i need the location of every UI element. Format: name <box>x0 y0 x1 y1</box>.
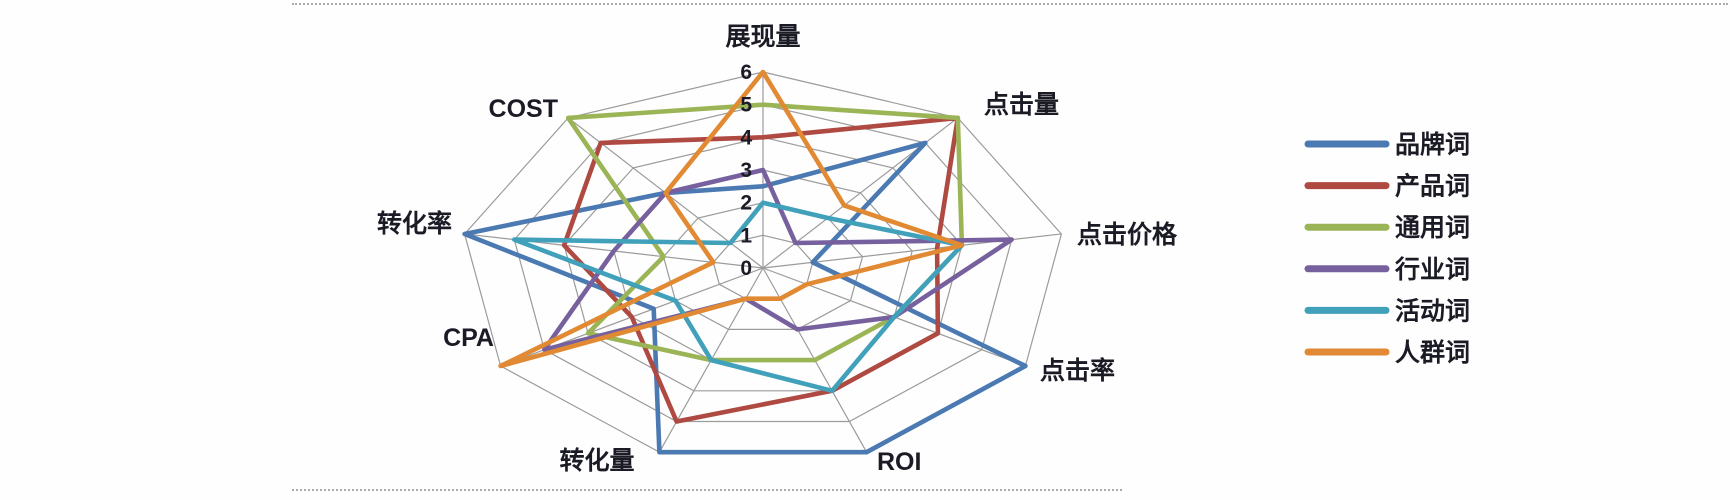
axis-label-7: 转化率 <box>377 209 452 238</box>
series-polygon-campaign-words <box>511 200 965 394</box>
legend-label-generic-words: 通用词 <box>1395 214 1470 242</box>
series-polygon-product-words <box>561 115 961 424</box>
grid-ring-2 <box>662 202 864 330</box>
series-polygon-generic-words <box>565 102 965 363</box>
axis-label-5: 转化量 <box>559 446 634 475</box>
axis-tick-label-1: 1 <box>740 224 752 247</box>
axis-tick-label-0: 0 <box>740 257 752 280</box>
legend-label-industry-words: 行业词 <box>1394 256 1470 284</box>
page-bottom-dotted-border <box>292 489 1122 491</box>
axis-label-0: 展现量 <box>725 23 800 51</box>
axis-tick-label-5: 5 <box>740 94 752 117</box>
axis-label-8: COST <box>489 95 558 123</box>
axis-label-4: ROI <box>877 448 921 476</box>
grid-ring-5 <box>513 104 1013 423</box>
axis-tick-label-3: 3 <box>740 159 752 182</box>
series-polygon-industry-words <box>541 167 1015 353</box>
axis-label-6: CPA <box>443 324 494 352</box>
axis-tick-label-2: 2 <box>740 192 752 215</box>
legend-label-audience-words: 人群词 <box>1395 339 1470 367</box>
legend-label-brand-words: 品牌词 <box>1395 130 1470 159</box>
axis-tick-label-4: 4 <box>740 126 752 149</box>
series-polygon-brand-words <box>462 140 1028 455</box>
axis-label-2: 点击价格 <box>1077 220 1178 249</box>
legend-label-product-words: 产品词 <box>1395 173 1470 201</box>
axis-label-3: 点击率 <box>1040 356 1115 385</box>
page-top-dotted-border <box>292 3 1728 5</box>
axis-spoke-1 <box>762 117 959 269</box>
legend-label-campaign-words: 活动词 <box>1395 297 1470 325</box>
axis-label-1: 点击量 <box>984 91 1059 119</box>
axis-tick-label-6: 6 <box>740 61 752 84</box>
series-polygon-audience-words <box>498 69 965 369</box>
